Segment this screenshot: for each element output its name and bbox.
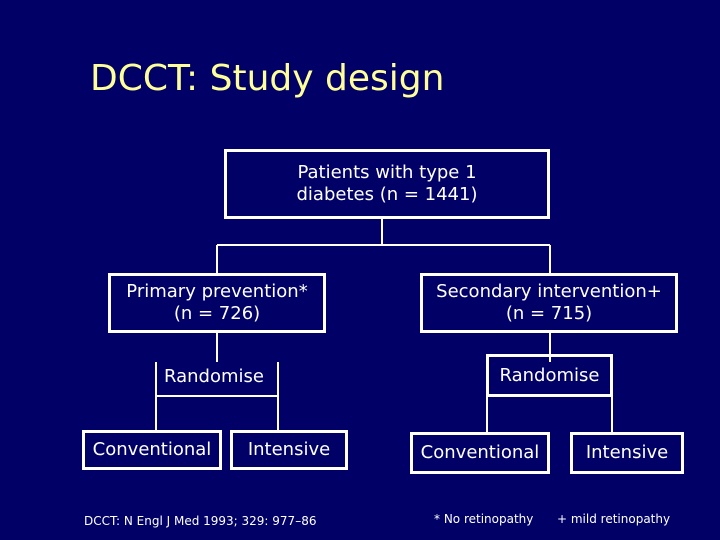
primary-prevention-line1: Primary prevention* <box>126 281 308 302</box>
root-node-line2: diabetes (n = 1441) <box>296 184 478 205</box>
conventional-left-label: Conventional <box>92 439 212 460</box>
conventional-right-box: Conventional <box>410 432 550 474</box>
intensive-right-box: Intensive <box>570 432 684 474</box>
conventional-right-label: Conventional <box>420 442 540 463</box>
randomise-right-label: Randomise <box>499 364 600 386</box>
secondary-intervention-line1: Secondary intervention+ <box>436 281 662 302</box>
secondary-intervention-line2: (n = 715) <box>505 303 593 324</box>
randomise-right-box: Randomise <box>486 354 613 397</box>
root-node-line1: Patients with type 1 <box>297 162 477 183</box>
citation-footnote: DCCT: N Engl J Med 1993; 329: 977–86 <box>84 514 317 528</box>
primary-prevention-line2: (n = 726) <box>173 303 261 324</box>
randomise-left-label: Randomise <box>164 366 264 387</box>
slide-title: DCCT: Study design <box>90 58 445 99</box>
root-node-box: Patients with type 1 diabetes (n = 1441) <box>224 149 550 219</box>
intensive-left-label: Intensive <box>247 439 331 460</box>
intensive-right-label: Intensive <box>585 442 669 463</box>
conventional-left-box: Conventional <box>82 430 222 470</box>
secondary-intervention-box: Secondary intervention+ (n = 715) <box>420 273 678 333</box>
intensive-left-box: Intensive <box>230 430 348 470</box>
primary-prevention-box: Primary prevention* (n = 726) <box>108 273 326 333</box>
mild-retinopathy-footnote: + mild retinopathy <box>557 512 671 526</box>
no-retinopathy-footnote: * No retinopathy <box>434 512 534 526</box>
